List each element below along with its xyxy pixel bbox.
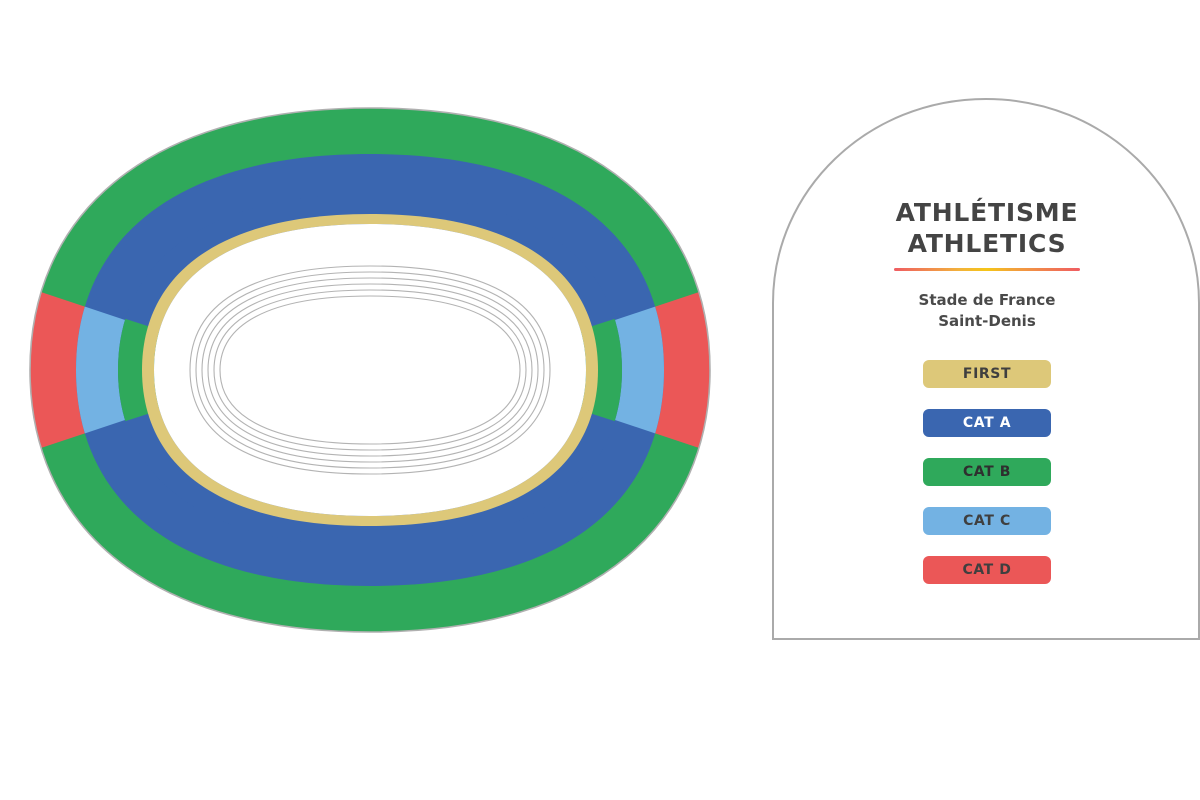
venue-name: Stade de France [918,291,1056,309]
venue-block: Stade de France Saint-Denis [772,290,1200,331]
seating-block-cat-b-left[interactable] [20,285,160,455]
legend-item-label: CAT D [962,562,1012,578]
infield-area [154,224,586,516]
legend-item-cat-b[interactable]: CAT B [923,458,1051,486]
sport-title-en: ATHLETICS [907,228,1067,258]
category-legend-list: FIRST CAT A CAT B CAT C CAT D [772,360,1200,584]
legend-item-first[interactable]: FIRST [923,360,1051,388]
stadium-outline [29,107,711,633]
panel-title-block: ATHLÉTISME ATHLETICS [772,198,1200,259]
legend-item-cat-d[interactable]: CAT D [923,556,1051,584]
legend-item-label: CAT C [963,513,1011,529]
seating-block-cat-b-right[interactable] [580,285,720,455]
legend-item-cat-a[interactable]: CAT A [923,409,1051,437]
legend-item-label: CAT B [962,464,1012,480]
legend-item-label: CAT A [962,415,1012,431]
stadium-map[interactable] [20,80,720,660]
legend-item-cat-c[interactable]: CAT C [923,507,1051,535]
legend-item-label: FIRST [962,366,1012,382]
venue-city: Saint-Denis [938,311,1036,330]
seating-block-cat-c-right[interactable] [600,285,720,455]
running-track-lanes [189,265,551,475]
seating-block-cat-c-left[interactable] [20,285,140,455]
sport-title-fr: ATHLÉTISME [895,198,1079,227]
title-divider [894,268,1080,271]
legend-panel: ATHLÉTISME ATHLETICS Stade de France Sai… [772,98,1200,640]
